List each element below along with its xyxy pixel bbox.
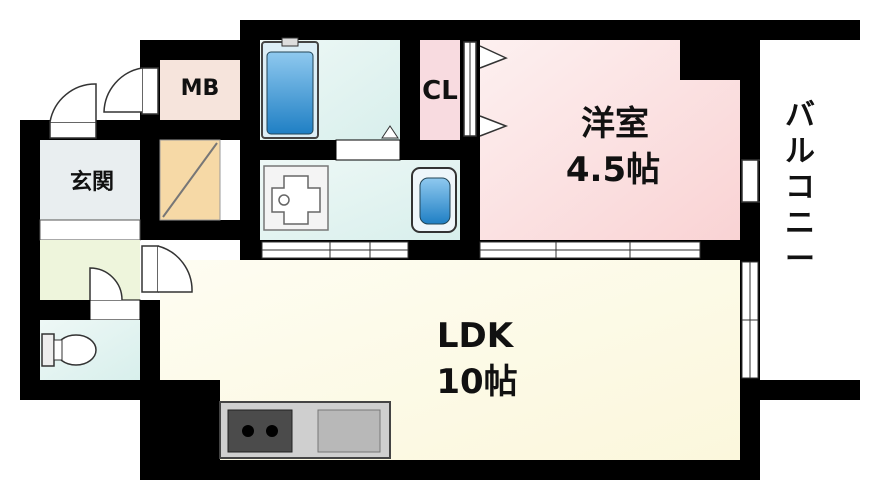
ldk-entry-door-swing <box>157 245 193 293</box>
sliding-partition-wash <box>261 241 409 259</box>
mb-door-swing <box>103 67 143 113</box>
closet-label: CL <box>422 76 458 106</box>
balcony-area <box>760 40 840 380</box>
western-room-floor <box>480 40 740 240</box>
burner-right-icon <box>266 425 278 437</box>
bath-door-opening <box>335 139 401 161</box>
stove <box>227 409 293 453</box>
toilet-door-swing <box>89 267 123 301</box>
balcony-door <box>741 159 759 203</box>
toilet-tank <box>41 333 55 367</box>
sliding-partition-western <box>479 241 701 259</box>
bathtub-basin <box>266 51 314 135</box>
kitchen-corner-wall <box>140 380 220 460</box>
ldk-window <box>741 261 759 379</box>
western-room-size: 4.5帖 <box>565 150 661 190</box>
entrance-step <box>39 219 141 241</box>
mb-closet-floor <box>160 60 240 120</box>
closet-swing-bottom-icon <box>479 115 509 137</box>
balcony-char-4: ニ <box>785 206 815 241</box>
drain-circle-icon <box>278 194 290 206</box>
shoe-box-diagonal <box>162 142 218 218</box>
balcony-char-1: バ <box>785 98 815 133</box>
drain-marker-icon <box>381 125 399 139</box>
balcony-label: バ ル コ ニ ー <box>780 98 820 278</box>
washbasin-bowl <box>419 177 451 225</box>
closet-swing-top-icon <box>479 45 508 69</box>
entrance-label: 玄関 <box>69 170 114 195</box>
ldk-room-size: 10帖 <box>436 362 518 402</box>
front-door-swing <box>49 83 97 123</box>
closet-cl-floor <box>420 40 460 140</box>
mb-door <box>141 67 159 115</box>
entrance-floor <box>40 140 140 220</box>
balcony-char-5: ー <box>785 242 815 277</box>
toilet-seat-joint <box>53 339 63 361</box>
front-door <box>49 121 97 139</box>
balcony-char-3: コ <box>785 170 815 205</box>
kitchen-sink <box>317 409 381 453</box>
burner-left-icon <box>242 425 254 437</box>
washing-machine-drain-icon <box>271 175 321 225</box>
western-room-name: 洋室 <box>581 104 649 144</box>
ldk-room-name: LDK <box>436 316 514 356</box>
shower-head-icon <box>281 37 299 47</box>
mb-label: MB <box>180 76 220 101</box>
balcony-char-2: ル <box>785 134 815 169</box>
toilet-wall <box>40 300 90 320</box>
toilet-step <box>89 299 141 321</box>
ldk-entry-door <box>141 245 159 293</box>
